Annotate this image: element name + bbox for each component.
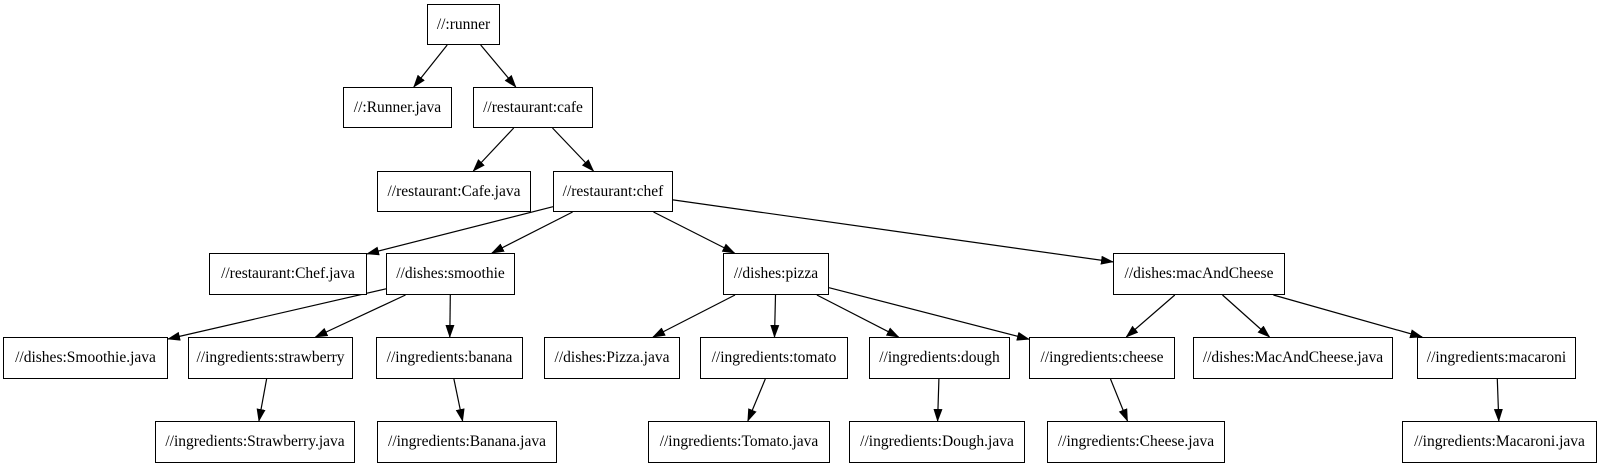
graph-node-strawberry: //ingredients:strawberry xyxy=(188,337,353,379)
graph-node-macaroni-java: //ingredients:Macaroni.java xyxy=(1402,421,1597,463)
graph-node-cafe-java: //restaurant:Cafe.java xyxy=(377,171,531,212)
graph-node-cheese: //ingredients:cheese xyxy=(1029,337,1175,379)
graph-node-smoothie: //dishes:smoothie xyxy=(386,253,515,295)
graph-node-mac-and-cheese: //dishes:macAndCheese xyxy=(1113,253,1285,295)
graph-node-runner: //:runner xyxy=(427,4,500,45)
graph-node-strawberry-java: //ingredients:Strawberry.java xyxy=(155,421,355,463)
graph-node-cafe: //restaurant:cafe xyxy=(473,87,593,128)
graph-node-tomato: //ingredients:tomato xyxy=(700,337,848,379)
graph-node-cheese-java: //ingredients:Cheese.java xyxy=(1047,421,1225,463)
graph-node-smoothie-java: //dishes:Smoothie.java xyxy=(3,337,168,379)
graph-node-banana-java: //ingredients:Banana.java xyxy=(377,421,557,463)
graph-node-banana: //ingredients:banana xyxy=(376,337,523,379)
graph-node-chef-java: //restaurant:Chef.java xyxy=(209,253,367,295)
graph-node-macaroni: //ingredients:macaroni xyxy=(1417,337,1576,379)
graph-node-pizza-java: //dishes:Pizza.java xyxy=(544,337,680,379)
graph-node-pizza: //dishes:pizza xyxy=(723,253,829,295)
graph-node-runner-java: //:Runner.java xyxy=(343,87,452,128)
graph-node-chef: //restaurant:chef xyxy=(553,171,673,212)
graph-node-dough-java: //ingredients:Dough.java xyxy=(849,421,1025,463)
graph-node-dough: //ingredients:dough xyxy=(869,337,1010,379)
graph-node-tomato-java: //ingredients:Tomato.java xyxy=(648,421,830,463)
graph-node-mac-and-cheese-java: //dishes:MacAndCheese.java xyxy=(1193,337,1393,379)
